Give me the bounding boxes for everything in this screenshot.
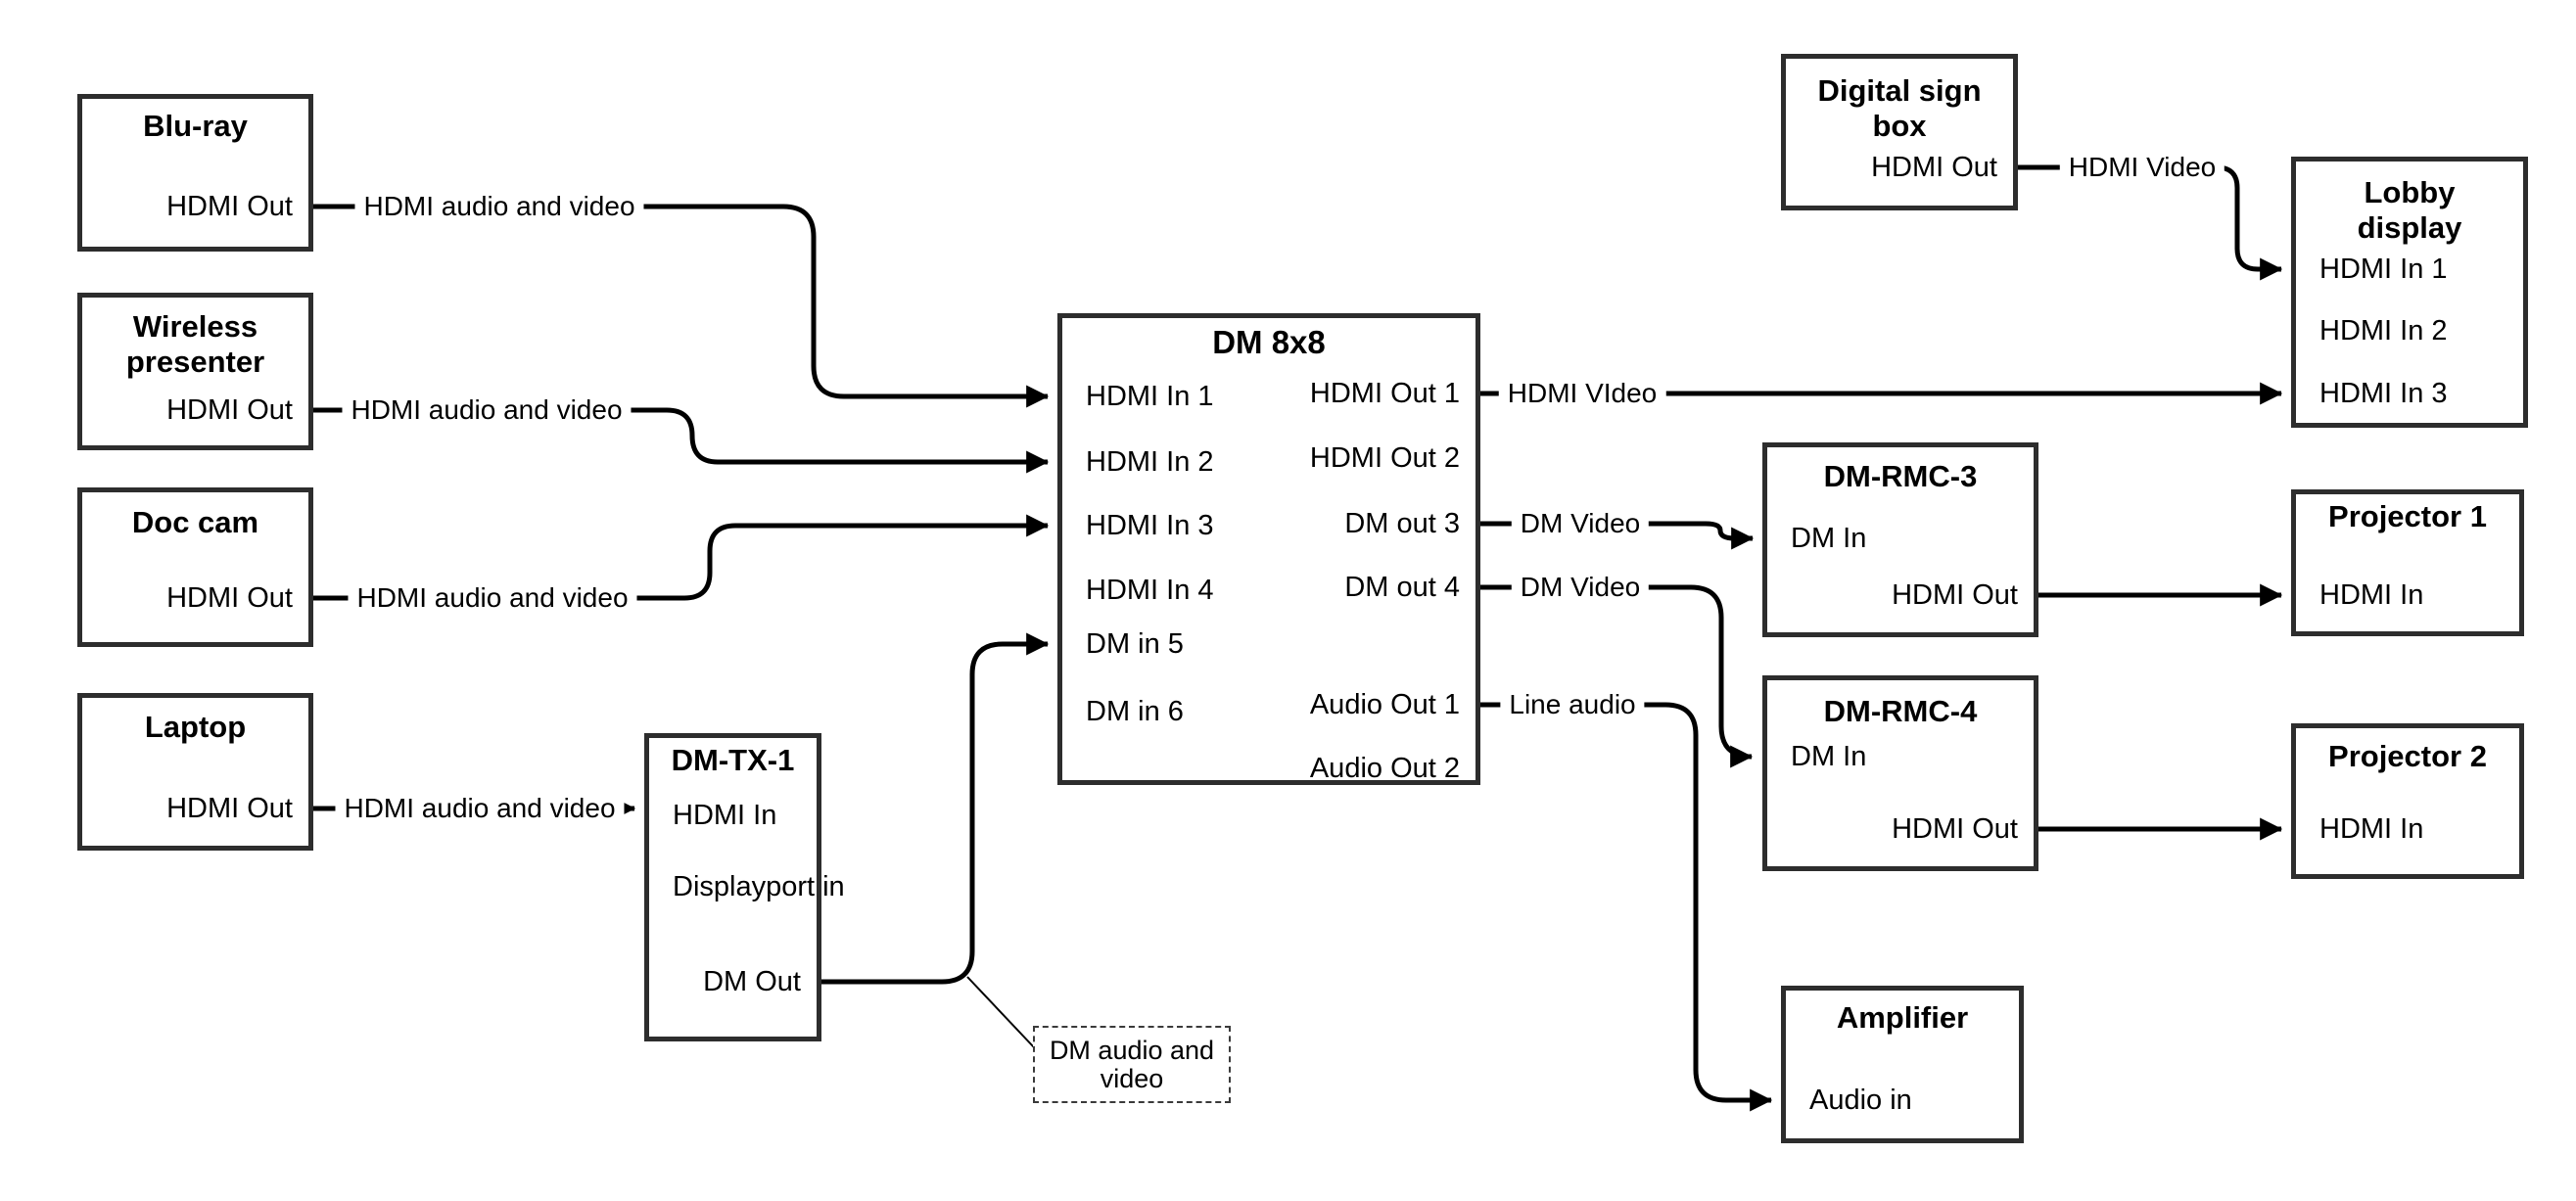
- port-dm8x8-hdmi-out-2: HDMI Out 2: [1309, 442, 1460, 474]
- wire-label-doccam: HDMI audio and video: [348, 583, 637, 613]
- node-digital-sign-box: Digital sign box HDMI Out: [1781, 54, 2018, 210]
- node-dm-rmc-4: DM-RMC-4 DM In HDMI Out: [1762, 675, 2038, 871]
- node-dm-rmc-3: DM-RMC-3 DM In HDMI Out: [1762, 442, 2038, 637]
- wire-dm8x8-audio1-to-amp: [1480, 702, 1773, 1112]
- node-title: Projector 2: [2328, 739, 2487, 773]
- port-dmtx1-displayport-in: Displayport in: [673, 871, 845, 902]
- port-dm8x8-dm-in-5: DM in 5: [1086, 628, 1184, 660]
- callout-text-line: video: [1100, 1063, 1164, 1093]
- wire-dmtx1-dmout-to-dm8x8-in5: [821, 632, 1050, 985]
- node-title: Lobby display: [2357, 175, 2462, 245]
- node-title: DM-RMC-4: [1823, 694, 1978, 728]
- port-dm8x8-hdmi-in-3: HDMI In 3: [1086, 510, 1214, 541]
- node-bluray: Blu-ray HDMI Out: [77, 94, 313, 252]
- port-dm8x8-audio-out-1: Audio Out 1: [1309, 689, 1460, 720]
- port-rmc4-hdmi-out: HDMI Out: [1892, 813, 2018, 845]
- port-rmc3-hdmi-out: HDMI Out: [1892, 579, 2018, 611]
- node-title: Projector 1: [2328, 499, 2487, 533]
- port-laptop-hdmi-out: HDMI Out: [166, 793, 293, 824]
- port-lobby-hdmi-in-3: HDMI In 3: [2319, 378, 2448, 409]
- node-wireless-presenter: Wireless presenter HDMI Out: [77, 293, 313, 450]
- port-dmtx1-dm-out: DM Out: [703, 966, 801, 997]
- node-title: Laptop: [144, 710, 247, 744]
- node-doc-cam: Doc cam HDMI Out: [77, 487, 313, 647]
- wire-doccam-to-dm8x8-in3: [313, 514, 1050, 601]
- port-dm8x8-hdmi-in-1: HDMI In 1: [1086, 381, 1214, 412]
- wire-dm8x8-out3-to-rmc3-dmin: [1480, 521, 1755, 550]
- node-projector-1: Projector 1 HDMI In: [2291, 489, 2524, 636]
- port-bluray-hdmi-out: HDMI Out: [166, 191, 293, 222]
- callout-dm-audio-video: DM audio and video: [1033, 1026, 1231, 1103]
- wire-wireless-to-dm8x8-in2: [313, 407, 1050, 474]
- wire-sign-to-lobby-in1: [2018, 164, 2283, 281]
- port-sign-hdmi-out: HDMI Out: [1871, 152, 1997, 183]
- callout-text-line: DM audio and: [1049, 1035, 1215, 1065]
- port-dm8x8-hdmi-out-1: HDMI Out 1: [1309, 378, 1460, 409]
- node-lobby-display: Lobby display HDMI In 1 HDMI In 2 HDMI I…: [2291, 157, 2528, 428]
- port-rmc4-dm-in: DM In: [1791, 741, 1867, 772]
- port-amp-audio-in: Audio in: [1809, 1085, 1912, 1116]
- port-dm8x8-hdmi-in-2: HDMI In 2: [1086, 446, 1214, 478]
- node-title: Digital sign box: [1817, 73, 1982, 143]
- port-dm8x8-dm-out-4: DM out 4: [1344, 572, 1460, 603]
- wire-label-wireless: HDMI audio and video: [342, 395, 632, 425]
- wire-bluray-to-dm8x8-in1: [313, 204, 1050, 408]
- wire-label-hdmi-video-out1: HDMI VIdeo: [1498, 379, 1666, 408]
- node-amplifier: Amplifier Audio in: [1781, 986, 2024, 1143]
- node-title: Blu-ray: [143, 109, 248, 143]
- node-title: DM-RMC-3: [1823, 459, 1978, 493]
- node-title: Doc cam: [131, 505, 259, 539]
- wire-label-sign-hdmi-video: HDMI Video: [2059, 153, 2225, 182]
- node-title: Amplifier: [1836, 1000, 1969, 1035]
- wire-label-bluray: HDMI audio and video: [354, 192, 644, 221]
- wire-dm8x8-out4-to-rmc4-dmin: [1480, 584, 1754, 768]
- port-dmtx1-hdmi-in: HDMI In: [673, 800, 777, 831]
- port-dm8x8-dm-in-6: DM in 6: [1086, 696, 1184, 727]
- wire-label-dm-video-out3: DM Video: [1511, 509, 1650, 538]
- node-laptop: Laptop HDMI Out: [77, 693, 313, 851]
- port-wireless-hdmi-out: HDMI Out: [166, 394, 293, 426]
- port-lobby-hdmi-in-1: HDMI In 1: [2319, 254, 2448, 285]
- node-dm-8x8: DM 8x8 HDMI In 1 HDMI In 2 HDMI In 3 HDM…: [1057, 313, 1480, 785]
- wire-label-dm-video-out4: DM Video: [1511, 573, 1650, 602]
- wire-label-laptop: HDMI audio and video: [335, 794, 625, 823]
- port-dm8x8-hdmi-in-4: HDMI In 4: [1086, 575, 1214, 606]
- port-lobby-hdmi-in-2: HDMI In 2: [2319, 315, 2448, 346]
- port-dm8x8-audio-out-2: Audio Out 2: [1309, 753, 1460, 784]
- port-doccam-hdmi-out: HDMI Out: [166, 582, 293, 614]
- node-title: DM 8x8: [1212, 324, 1326, 360]
- node-dm-tx-1: DM-TX-1 HDMI In Displayport in DM Out: [644, 733, 845, 1041]
- port-proj1-hdmi-in: HDMI In: [2319, 579, 2424, 611]
- callout-leader-line: [966, 976, 1035, 1048]
- port-dm8x8-dm-out-3: DM out 3: [1344, 508, 1460, 539]
- wire-label-line-audio: Line audio: [1500, 690, 1645, 719]
- node-title: Wireless presenter: [125, 309, 265, 379]
- node-projector-2: Projector 2 HDMI In: [2291, 723, 2524, 879]
- node-title: DM-TX-1: [671, 743, 795, 777]
- port-rmc3-dm-in: DM In: [1791, 523, 1867, 554]
- port-proj2-hdmi-in: HDMI In: [2319, 813, 2424, 845]
